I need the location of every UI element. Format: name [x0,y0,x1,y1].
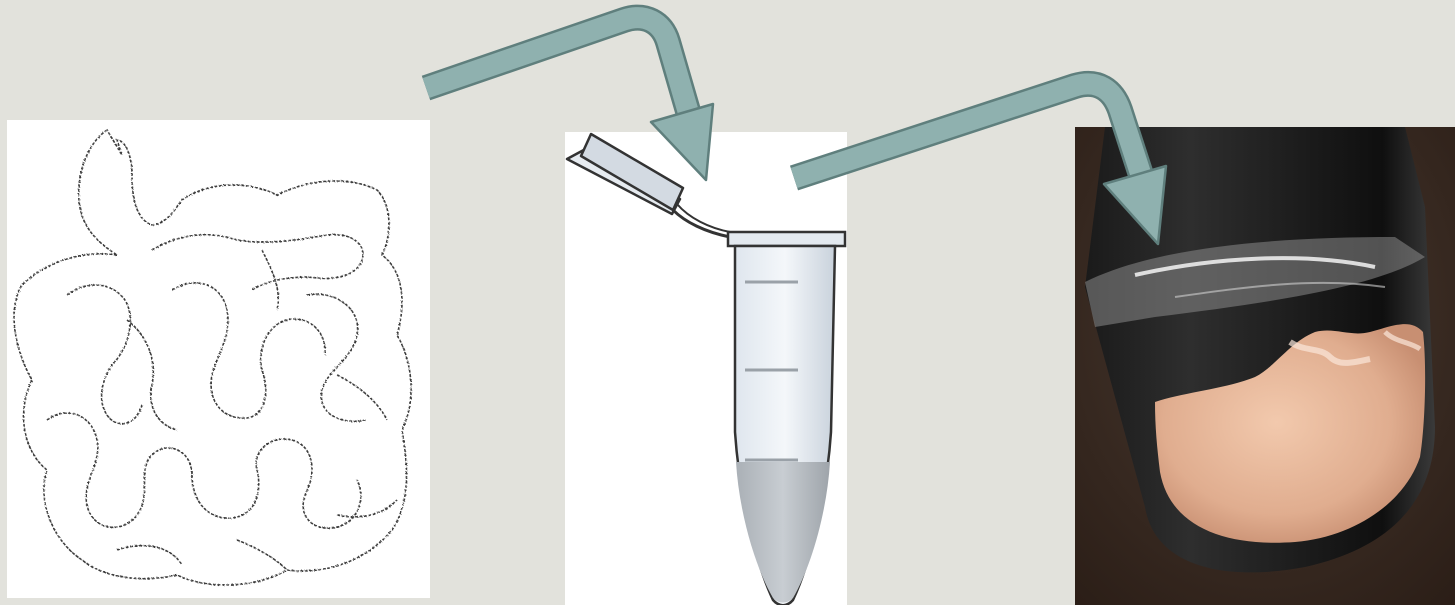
tube-liquid [736,462,830,603]
arrow-intestine-to-tube [426,18,690,118]
microcentrifuge-tube-panel [565,132,847,605]
intestine-loop-left [67,285,142,424]
intestine-loop-lower-left [47,413,192,527]
intestine-loop-upper [152,235,363,290]
tube-lid [567,134,730,237]
intestine-outline-icon [7,120,430,598]
intestine-loop-lower-center [192,439,361,528]
test-tube-pellet-icon [1075,127,1455,605]
tube-rim [728,232,845,246]
intestine-loop-center [172,283,325,418]
dna-precipitate-photo [1075,127,1455,605]
intestine-loop-mid-right [262,250,387,420]
intestine-loop-right [307,294,367,421]
intestine-loop-mid-left [127,320,177,430]
intestine-drawing [7,120,430,598]
microcentrifuge-tube-icon [565,132,847,605]
